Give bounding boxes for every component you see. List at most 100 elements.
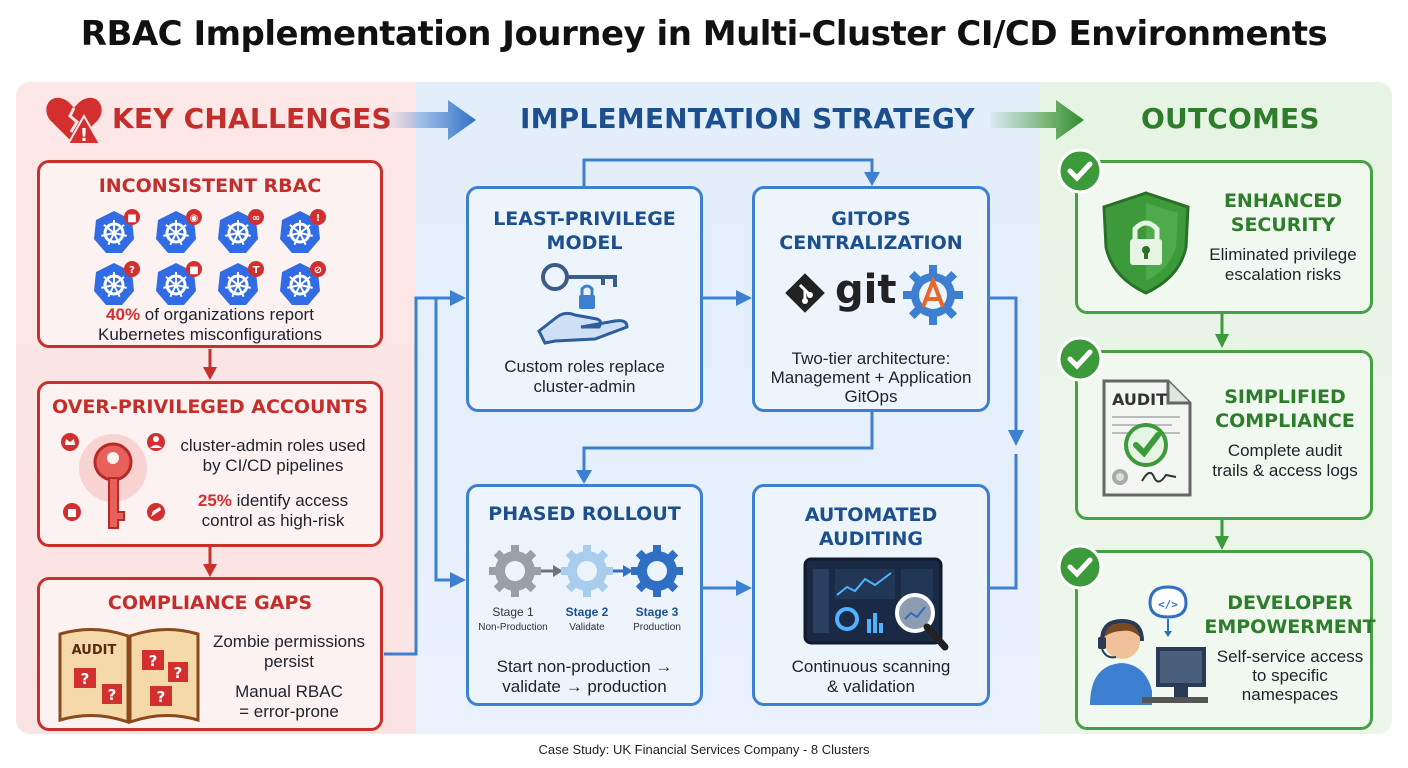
down-arrow-icon: [203, 349, 217, 380]
gitops-text: Two-tier architecture: Management + Appl…: [755, 349, 987, 406]
least-line-2: cluster-admin: [533, 377, 636, 396]
svg-text:⊘: ⊘: [314, 265, 322, 276]
compliance-gaps-text-2: Manual RBAC = error-prone: [204, 682, 374, 722]
manual-line-2: = error-prone: [239, 702, 339, 721]
phased-line-2: validate → production: [502, 677, 667, 696]
svg-text:!: !: [316, 213, 321, 224]
enhanced-security-text: Eliminated privilege escalation risks: [1190, 245, 1376, 285]
inconsistent-text-2: Kubernetes misconfigurations: [98, 325, 322, 344]
audit-book-icon: AUDIT ? ? ? ? ?: [58, 627, 200, 725]
svg-text:T: T: [253, 265, 260, 276]
kubernetes-cluster-icon: ■: [94, 209, 140, 253]
phased-rollout-card: PHASED ROLLOUT Stage 1 Non-Production St…: [466, 484, 703, 706]
auditing-line-1: Continuous scanning: [791, 657, 951, 676]
developer-empowerment-text: Self-service access to specific namespac…: [1204, 647, 1376, 704]
developer-empowerment-title: DEVELOPER EMPOWERMENT: [1204, 591, 1376, 639]
stage-3-sub: Production: [633, 622, 681, 633]
transition-arrow-to-outcomes: [990, 100, 1084, 140]
challenges-heading: KEY CHALLENGES: [112, 102, 392, 135]
security-line-2: escalation risks: [1224, 265, 1342, 284]
automated-auditing-card: AUTOMATED AUDITING Continuous scanning &…: [752, 484, 990, 706]
argocd-gear-icon: [903, 265, 963, 325]
svg-text:?: ?: [108, 686, 117, 704]
compliance-title-1: SIMPLIFIED: [1224, 386, 1346, 408]
developer-line-2: to specific: [1252, 666, 1328, 685]
kubernetes-clusters-icon: ■ ◉ ∞!? ■ T ⊘: [94, 209, 326, 305]
svg-text:!: !: [80, 125, 88, 146]
over-priv-line-2: by CI/CD pipelines: [202, 456, 344, 475]
gitops-line-2: Management + Application: [770, 368, 972, 387]
kubernetes-cluster-icon: ∞: [218, 209, 264, 253]
case-study-footer: Case Study: UK Financial Services Compan…: [538, 742, 870, 757]
transition-arrow-to-strategy: [388, 100, 476, 140]
stage-2-sub: Validate: [569, 622, 605, 633]
over-priv-line-1: cluster-admin roles used: [180, 436, 366, 455]
gitops-card: GITOPS CENTRALIZATION git Two-tier archi…: [752, 186, 990, 412]
phased-rollout-text: Start non-production → validate → produc…: [469, 657, 700, 697]
svg-text:■: ■: [189, 265, 198, 276]
auditing-title-1: AUTOMATED: [804, 504, 938, 526]
down-arrow-icon: [203, 546, 217, 577]
kubernetes-cluster-icon: !: [280, 209, 326, 253]
dashboard-magnifier-icon: [803, 557, 949, 651]
svg-text:?: ?: [129, 265, 135, 276]
developer-title-2: EMPOWERMENT: [1204, 616, 1376, 638]
least-title-2: MODEL: [546, 232, 623, 254]
kubernetes-cluster-icon: T: [218, 261, 264, 305]
check-badge-icon: [1057, 336, 1103, 382]
kubernetes-cluster-icon: ◉: [156, 209, 202, 253]
developer-workstation-icon: </>: [1090, 585, 1208, 705]
auditing-title-2: AUDITING: [819, 528, 923, 550]
compliance-gaps-card: COMPLIANCE GAPS AUDIT ? ? ? ? ? Zombie p…: [37, 577, 383, 731]
svg-text:?: ?: [174, 664, 183, 682]
kubernetes-cluster-icon: ?: [94, 261, 140, 305]
auditing-line-2: & validation: [827, 677, 915, 696]
least-privilege-text: Custom roles replace cluster-admin: [469, 357, 700, 397]
misconfiguration-stat: 40%: [106, 305, 141, 324]
svg-text:◉: ◉: [190, 213, 199, 224]
kubernetes-cluster-icon: ⊘: [280, 261, 326, 305]
zombie-line-2: persist: [263, 652, 315, 671]
inconsistent-rbac-card: INCONSISTENT RBAC ■ ◉ ∞!? ■ T ⊘ 40% of organi…: [37, 160, 383, 348]
enhanced-security-card: ENHANCED SECURITY Eliminated privilege e…: [1075, 160, 1373, 314]
simplified-compliance-text: Complete audit trails & access logs: [1194, 441, 1376, 481]
outcomes-heading: OUTCOMES: [1141, 102, 1320, 135]
gitops-title: GITOPS CENTRALIZATION: [755, 207, 987, 255]
gitops-line-1: Two-tier architecture:: [791, 349, 951, 368]
page-title: RBAC Implementation Journey in Multi-Clu…: [80, 14, 1328, 54]
phased-rollout-title: PHASED ROLLOUT: [488, 503, 681, 525]
security-line-1: Eliminated privilege: [1209, 245, 1357, 264]
least-privilege-title: LEAST-PRIVILEGE MODEL: [469, 207, 700, 255]
git-wordmark: git: [835, 267, 897, 313]
stage-1-sub: Non-Production: [478, 622, 548, 633]
compliance-gaps-text-1: Zombie permissions persist: [204, 632, 374, 672]
over-privileged-text: cluster-admin roles used by CI/CD pipeli…: [166, 436, 380, 476]
developer-empowerment-card: </> DEVELOPER EMPOWERMENT Self-service a…: [1075, 550, 1376, 730]
broken-heart-alert-icon: !: [46, 97, 102, 146]
admin-key-icon: [61, 433, 165, 529]
over-privileged-title: OVER-PRIVILEGED ACCOUNTS: [51, 396, 368, 418]
stage-3-name: Stage 3: [635, 605, 679, 619]
svg-text:?: ?: [149, 652, 158, 670]
least-title-1: LEAST-PRIVILEGE: [493, 208, 676, 230]
compliance-line-1: Complete audit: [1227, 441, 1343, 460]
enhanced-security-title: ENHANCED SECURITY: [1190, 189, 1376, 237]
gitops-line-3: GitOps: [844, 387, 898, 406]
compliance-gaps-title: COMPLIANCE GAPS: [107, 592, 313, 614]
inconsistent-rbac-title: INCONSISTENT RBAC: [98, 175, 322, 197]
over-priv-line-4: control as high-risk: [201, 511, 345, 530]
stage-3-label: Stage 3 Production: [617, 605, 697, 635]
inconsistent-rbac-text: 40% of organizations report Kubernetes m…: [40, 305, 380, 345]
git-logo-icon: [785, 273, 825, 313]
gitops-title-2: CENTRALIZATION: [779, 232, 963, 254]
automated-auditing-text: Continuous scanning & validation: [755, 657, 987, 697]
svg-text:?: ?: [81, 670, 90, 688]
zombie-line-1: Zombie permissions: [212, 632, 366, 651]
audit-book-label: AUDIT: [72, 643, 117, 658]
stage-1-label: Stage 1 Non-Production: [473, 605, 553, 635]
simplified-compliance-title: SIMPLIFIED COMPLIANCE: [1194, 385, 1376, 433]
audit-doc-label: AUDIT: [1112, 390, 1167, 409]
stage-2-name: Stage 2: [565, 605, 609, 619]
inconsistent-text-1: of organizations report: [140, 305, 314, 324]
compliance-title-2: COMPLIANCE: [1215, 410, 1355, 432]
